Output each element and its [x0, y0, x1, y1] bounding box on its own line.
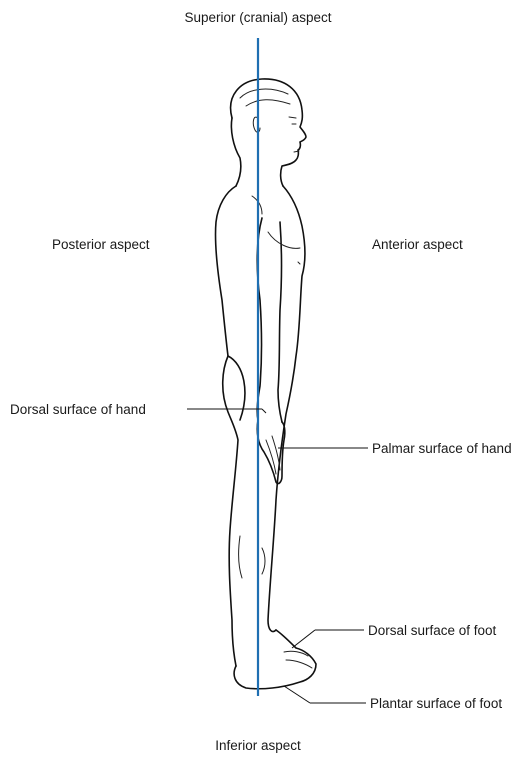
- neck-back: [231, 118, 240, 186]
- leader-dorsal-hand-tick: [262, 409, 266, 413]
- knee-detail: [239, 536, 265, 578]
- leader-plantar-foot: [284, 686, 310, 703]
- finger-lines: [266, 436, 280, 474]
- head-outline: [231, 79, 306, 186]
- hair: [240, 89, 290, 106]
- superior-aspect-label: Superior (cranial) aspect: [184, 10, 331, 25]
- human-figure-lateral-view: [215, 79, 316, 689]
- plantar-foot-label: Plantar surface of foot: [370, 696, 502, 711]
- dorsal-hand-label: Dorsal surface of hand: [10, 402, 146, 417]
- buttock-outline: [228, 356, 245, 420]
- leader-dorsal-foot: [292, 630, 315, 648]
- posterior-aspect-label: Posterior aspect: [52, 237, 150, 252]
- palmar-hand-label: Palmar surface of hand: [372, 441, 512, 456]
- dorsal-foot-label: Dorsal surface of foot: [368, 623, 497, 638]
- inferior-aspect-label: Inferior aspect: [215, 738, 301, 753]
- back-outline: [215, 186, 238, 666]
- face-features: [289, 117, 299, 152]
- anterior-aspect-label: Anterior aspect: [372, 237, 463, 252]
- arm-inner-line: [278, 222, 282, 422]
- front-outline: [268, 186, 305, 632]
- leader-lines: [187, 409, 368, 703]
